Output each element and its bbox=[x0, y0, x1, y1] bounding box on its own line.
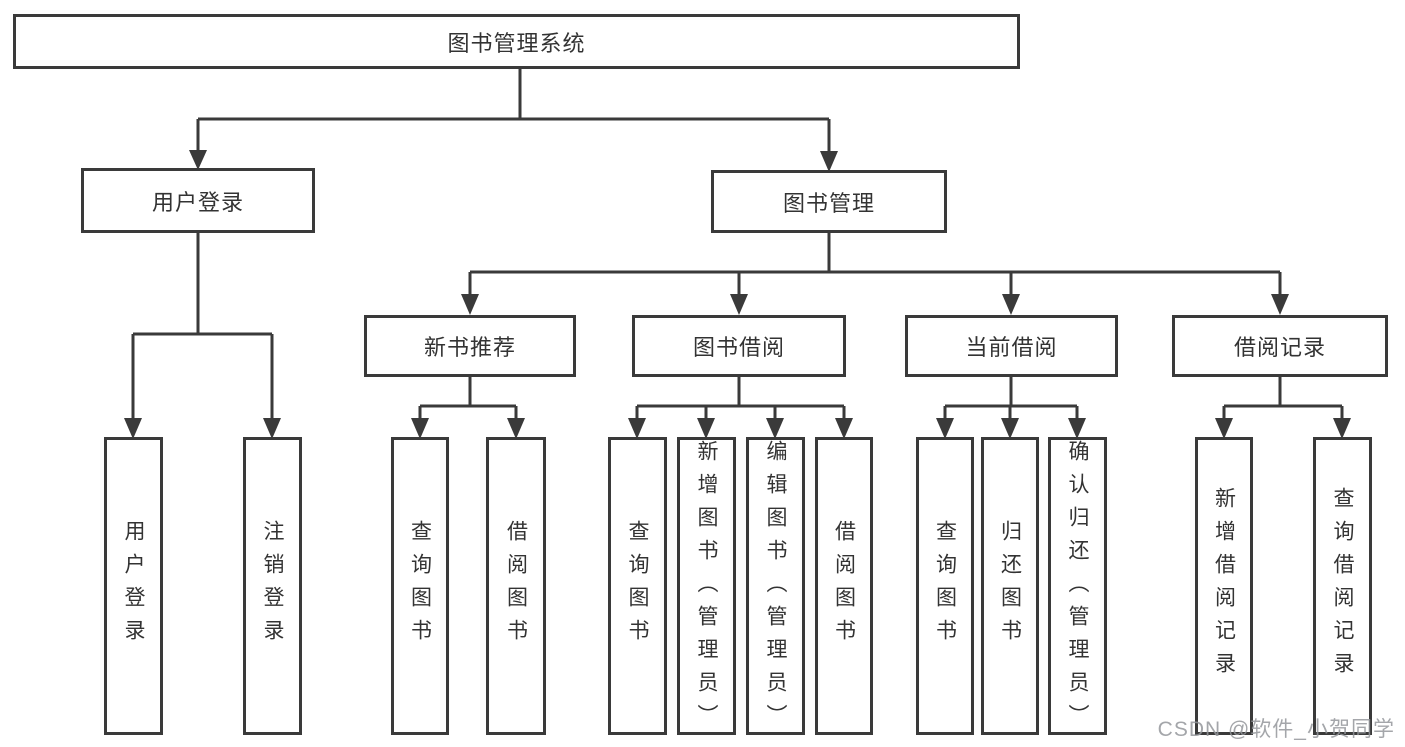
arrow-down-icon bbox=[507, 418, 525, 439]
node-label: 新增图书（管理员） bbox=[695, 440, 719, 737]
connector-book-management-children bbox=[461, 233, 1289, 315]
node-book-management: 图书管理 bbox=[711, 170, 947, 233]
leaf-return-books: 归还图书 bbox=[981, 437, 1039, 735]
node-library-management-system: 图书管理系统 bbox=[13, 14, 1020, 69]
arrow-down-icon bbox=[936, 418, 954, 439]
arrow-down-icon bbox=[1001, 418, 1019, 439]
node-label: 借阅图书 bbox=[832, 520, 856, 652]
node-label: 图书管理系统 bbox=[447, 30, 586, 56]
leaf-borrow-books-1: 借阅图书 bbox=[486, 437, 546, 735]
leaf-query-books-2: 查询图书 bbox=[608, 437, 667, 735]
arrow-down-icon bbox=[461, 294, 479, 315]
node-label: 用户登录 bbox=[122, 520, 146, 652]
leaf-confirm-return-admin: 确认归还（管理员） bbox=[1048, 437, 1107, 737]
arrow-down-icon bbox=[820, 151, 838, 172]
node-new-book-recommend: 新书推荐 bbox=[364, 315, 576, 377]
node-current-borrow: 当前借阅 bbox=[905, 315, 1118, 377]
arrow-down-icon bbox=[1215, 418, 1233, 439]
arrow-down-icon bbox=[1002, 294, 1020, 315]
node-label: 查询图书 bbox=[933, 520, 957, 652]
node-label: 归还图书 bbox=[998, 520, 1022, 652]
node-user-login: 用户登录 bbox=[81, 168, 315, 233]
node-label: 借阅记录 bbox=[1233, 335, 1326, 360]
node-label: 当前借阅 bbox=[965, 335, 1058, 360]
leaf-logout: 注销登录 bbox=[243, 437, 302, 735]
connector-borrow-records-children bbox=[1215, 377, 1351, 439]
arrow-down-icon bbox=[835, 418, 853, 439]
node-label: 查询图书 bbox=[408, 520, 432, 652]
leaf-add-books-admin: 新增图书（管理员） bbox=[677, 437, 736, 737]
arrow-down-icon bbox=[766, 418, 784, 439]
arrow-down-icon bbox=[730, 294, 748, 315]
arrow-down-icon bbox=[189, 150, 207, 170]
arrow-down-icon bbox=[1333, 418, 1351, 439]
arrow-down-icon bbox=[628, 418, 646, 439]
connector-user-login-children bbox=[124, 233, 281, 439]
leaf-add-borrow-record: 新增借阅记录 bbox=[1195, 437, 1253, 735]
leaf-query-books-3: 查询图书 bbox=[916, 437, 974, 735]
node-label: 查询借阅记录 bbox=[1331, 487, 1355, 685]
leaf-query-borrow-record: 查询借阅记录 bbox=[1313, 437, 1372, 735]
node-label: 用户登录 bbox=[151, 189, 244, 215]
node-label: 图书管理 bbox=[782, 190, 875, 216]
node-label: 借阅图书 bbox=[504, 520, 528, 652]
leaf-query-books-1: 查询图书 bbox=[391, 437, 449, 735]
node-label: 注销登录 bbox=[261, 520, 285, 652]
node-label: 新增借阅记录 bbox=[1212, 487, 1236, 685]
node-book-borrow: 图书借阅 bbox=[632, 315, 846, 377]
node-label: 编辑图书（管理员） bbox=[764, 440, 788, 737]
node-borrow-records: 借阅记录 bbox=[1172, 315, 1388, 377]
leaf-edit-books-admin: 编辑图书（管理员） bbox=[746, 437, 805, 737]
node-label: 确认归还（管理员） bbox=[1066, 440, 1090, 737]
node-label: 新书推荐 bbox=[423, 335, 516, 360]
leaf-user-login: 用户登录 bbox=[104, 437, 163, 735]
node-label: 查询图书 bbox=[626, 520, 650, 652]
leaf-borrow-books-2: 借阅图书 bbox=[815, 437, 873, 735]
arrow-down-icon bbox=[411, 418, 429, 439]
arrow-down-icon bbox=[124, 418, 142, 439]
connector-root-to-level2 bbox=[189, 69, 838, 172]
arrow-down-icon bbox=[697, 418, 715, 439]
arrow-down-icon bbox=[1068, 418, 1086, 439]
node-label: 图书借阅 bbox=[692, 335, 785, 360]
arrow-down-icon bbox=[263, 418, 281, 439]
connector-current-borrow-children bbox=[936, 377, 1086, 439]
arrow-down-icon bbox=[1271, 294, 1289, 315]
connector-book-borrow-children bbox=[628, 377, 853, 439]
connector-new-book-children bbox=[411, 377, 525, 439]
